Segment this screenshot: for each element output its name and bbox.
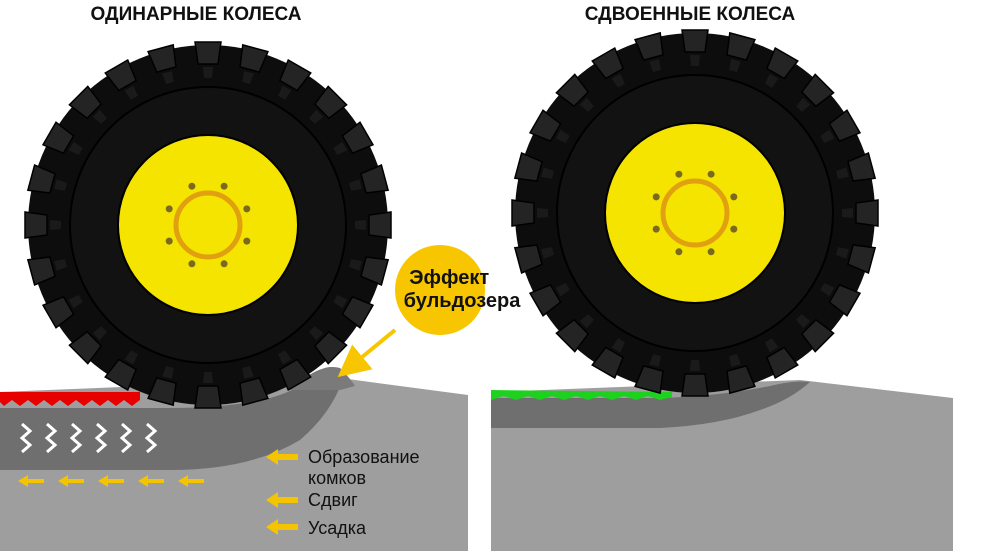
- bulldozer-line1: Эффект: [409, 267, 489, 289]
- bolt: [652, 193, 660, 201]
- legend-settling: Усадка: [308, 518, 367, 538]
- dual-rim: [604, 122, 786, 304]
- single-hub: [173, 190, 243, 260]
- bolt: [243, 237, 251, 245]
- svg-text:Эффект бульдозера: Эффект бульдозера: [404, 267, 522, 312]
- lump-marks-icon: [19, 422, 158, 454]
- bolt: [675, 248, 683, 256]
- single-red-strip: [0, 392, 140, 406]
- bolt: [188, 260, 196, 268]
- bolt: [165, 237, 173, 245]
- arrow-left-icon: [58, 475, 84, 487]
- bolt: [730, 193, 738, 201]
- arrow-left-icon: [266, 492, 298, 508]
- dual-hub: [660, 178, 730, 248]
- bolt: [220, 260, 228, 268]
- wheel-bolts: [652, 170, 738, 256]
- arrow-left-icon: [266, 449, 298, 465]
- arrow-left-icon: [266, 519, 298, 535]
- bolt: [220, 182, 228, 190]
- single-wheels-title: ОДИНАРНЫЕ КОЛЕСА: [91, 4, 302, 25]
- bolt: [243, 205, 251, 213]
- dual-wheel-scene: [491, 29, 953, 551]
- arrow-left-icon: [178, 475, 204, 487]
- wheel-bolts: [165, 182, 251, 268]
- single-wheel-scene: [0, 41, 468, 551]
- single-compaction-zone: [0, 367, 345, 470]
- legend-shift: Сдвиг: [308, 490, 358, 510]
- legend-lumps-line1: Образование: [308, 447, 420, 467]
- single-tire: [24, 41, 392, 409]
- arrow-left-icon: [138, 475, 164, 487]
- dual-green-strip: [491, 390, 672, 400]
- bolt: [652, 225, 660, 233]
- bulldozer-bubble: [395, 245, 485, 335]
- bulldozer-line2: бульдозера: [404, 290, 522, 312]
- arrow-left-icon: [98, 475, 124, 487]
- bolt: [707, 248, 715, 256]
- bulldozer-effect-callout: Эффект бульдозера: [337, 245, 522, 378]
- bolt: [707, 170, 715, 178]
- arrow-left-icon: [18, 475, 44, 487]
- bolt: [188, 182, 196, 190]
- dual-tire: [511, 29, 879, 397]
- bolt: [730, 225, 738, 233]
- bolt: [675, 170, 683, 178]
- legend-lumps-line2: комков: [308, 468, 366, 488]
- bolt: [165, 205, 173, 213]
- dual-wheels-title: СДВОЕННЫЕ КОЛЕСА: [585, 4, 796, 25]
- shift-arrows: [18, 475, 204, 487]
- legend: Образование комков Сдвиг Усадка: [266, 447, 420, 538]
- single-rim: [117, 134, 299, 316]
